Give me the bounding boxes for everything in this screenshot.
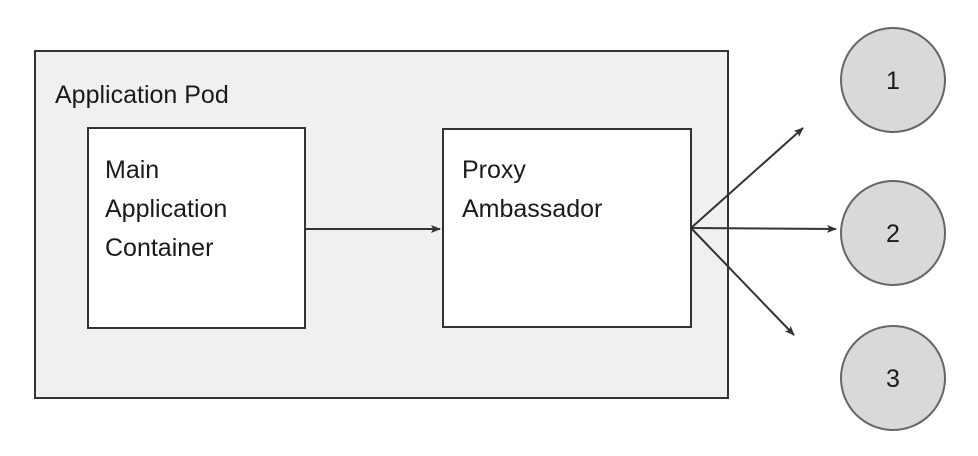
arrow-proxy-to-endpoint-1-line [690, 127, 804, 229]
proxy-ambassador-container-rect[interactable] [442, 128, 692, 328]
endpoint-circle-3[interactable] [840, 325, 946, 431]
proxy-ambassador-container[interactable]: Proxy Ambassador [442, 128, 692, 328]
proxy-ambassador-line-2: Ambassador [462, 195, 602, 223]
arrow-proxy-to-endpoint-2 [690, 224, 837, 233]
endpoint-node-3[interactable]: 3 [840, 325, 946, 431]
application-pod-label: Application Pod [55, 81, 229, 109]
endpoint-circle-1[interactable] [840, 27, 946, 133]
arrow-proxy-to-endpoint-3 [690, 227, 795, 336]
endpoint-label-2: 2 [886, 220, 900, 248]
endpoint-label-1: 1 [886, 67, 900, 95]
arrow-proxy-to-endpoint-1 [690, 127, 804, 229]
main-application-container-line-1: Main [105, 156, 159, 184]
endpoint-circle-2[interactable] [840, 180, 946, 286]
arrow-proxy-to-endpoint-2-line [690, 224, 837, 233]
endpoint-node-2[interactable]: 2 [840, 180, 946, 286]
endpoint-node-1[interactable]: 1 [840, 27, 946, 133]
proxy-ambassador-line-1: Proxy [462, 156, 526, 184]
main-application-container[interactable]: Main Application Container [87, 127, 306, 329]
arrow-proxy-to-endpoint-3-line [690, 227, 795, 336]
main-application-container-line-2: Application [105, 195, 227, 223]
endpoint-label-3: 3 [886, 365, 900, 393]
main-application-container-rect[interactable] [87, 127, 306, 329]
main-application-container-line-3: Container [105, 234, 213, 262]
